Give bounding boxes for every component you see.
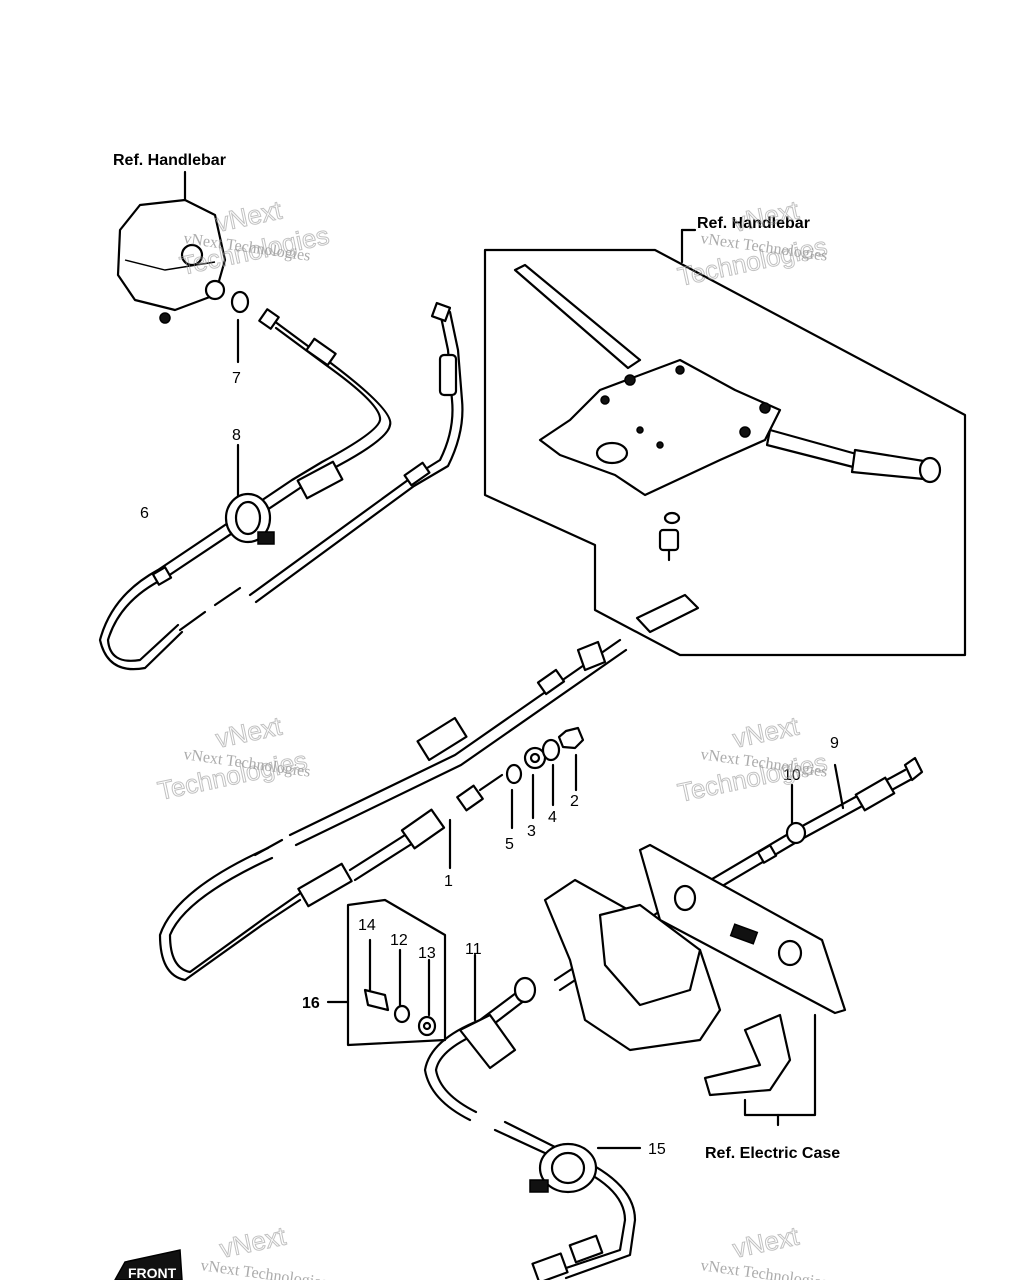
ref-electric-case-label: Ref. Electric Case	[705, 1145, 840, 1162]
part-number-14: 14	[358, 917, 376, 934]
part-6-throttle-cable	[98, 308, 392, 671]
part-number-3: 3	[527, 823, 536, 840]
electric-case	[543, 843, 847, 1127]
part-16-kit-box	[326, 898, 447, 1047]
part-1-long-cable	[158, 638, 628, 982]
svg-text:vNext: vNext	[730, 1221, 802, 1264]
part-number-1: 1	[444, 873, 453, 890]
part-number-10: 10	[783, 767, 801, 784]
svg-text:vNext: vNext	[213, 711, 285, 754]
part-number-7: 7	[232, 370, 241, 387]
part-number-8: 8	[232, 427, 241, 444]
watermark-middle-right: vNext Technologies vNext Technologies	[675, 710, 831, 808]
front-badge: FRONT	[114, 1249, 183, 1280]
watermark-bottom-right: vNext Technologies vNext	[699, 1220, 828, 1280]
svg-text:vNext: vNext	[217, 1221, 289, 1264]
part-11-clamp-and-lower-cable	[423, 953, 642, 1280]
part-number-5: 5	[505, 836, 514, 853]
part-number-15: 15	[648, 1141, 666, 1158]
part-number-11: 11	[465, 941, 482, 958]
svg-text:vNext: vNext	[730, 711, 802, 754]
part-number-4: 4	[548, 809, 557, 826]
part-6-return-cable	[248, 301, 464, 604]
ref-handlebar-left-label: Ref. Handlebar	[113, 152, 226, 169]
watermark-middle-left: vNext Technologies vNext Technologies	[155, 710, 312, 806]
part-number-12: 12	[390, 932, 408, 949]
watermark-bottom-left: vNext Technologies vNext	[199, 1220, 328, 1280]
part-number-2: 2	[570, 793, 579, 810]
part-number-16: 16	[302, 995, 320, 1012]
part-number-6: 6	[140, 505, 149, 522]
svg-text:vNext Technologies: vNext Technologies	[199, 1257, 328, 1280]
handlebar-switch-housing	[116, 170, 227, 324]
svg-text:vNext Technologies: vNext Technologies	[699, 1257, 828, 1280]
part-number-9: 9	[830, 735, 839, 752]
part-7-washer	[230, 290, 250, 364]
part-8-cable-clamp	[224, 443, 275, 545]
part-number-13: 13	[418, 945, 436, 962]
ref-handlebar-right-label: Ref. Handlebar	[697, 215, 810, 232]
handlebar-inset-box	[483, 228, 967, 657]
watermark-top-right: vNext Technologies vNext Technologies	[675, 194, 831, 292]
parts-2-3-4-5-nuts-washers	[505, 726, 585, 830]
front-badge-text: FRONT	[128, 1265, 177, 1280]
